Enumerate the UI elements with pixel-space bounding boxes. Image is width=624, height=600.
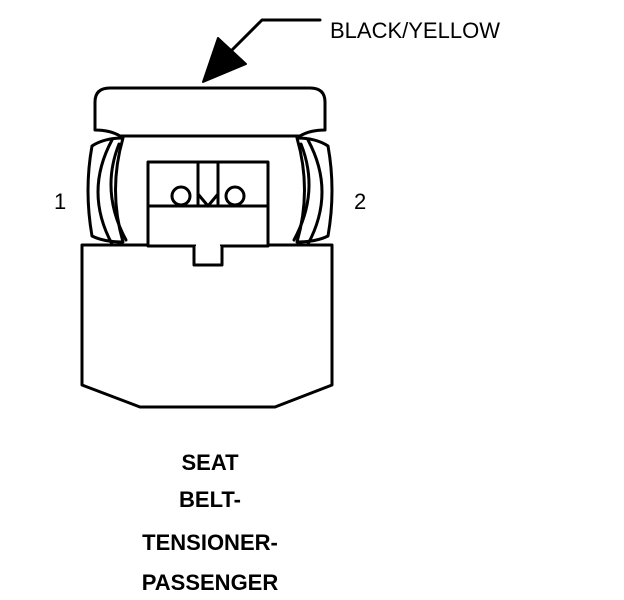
pin-label-2: 2 [354, 189, 366, 214]
pin-label-1: 1 [54, 189, 66, 214]
title-line-1: SEAT [181, 450, 239, 475]
left-latch [86, 136, 128, 246]
connector-top-cap [93, 86, 327, 138]
terminal-pin-1 [170, 185, 192, 207]
right-latch [292, 136, 334, 246]
wire-color-label: BLACK/YELLOW [330, 18, 500, 43]
connector-body [80, 243, 334, 409]
title-line-2: BELT- [179, 487, 241, 512]
terminal-pin-2 [224, 185, 246, 207]
wire-leader [202, 18, 322, 83]
component-title: SEAT BELT- TENSIONER- PASSENGER [142, 450, 279, 595]
title-line-4: PASSENGER [142, 570, 279, 595]
title-line-3: TENSIONER- [142, 530, 278, 555]
terminal-block [146, 160, 270, 267]
leader-arrowhead [202, 37, 247, 83]
